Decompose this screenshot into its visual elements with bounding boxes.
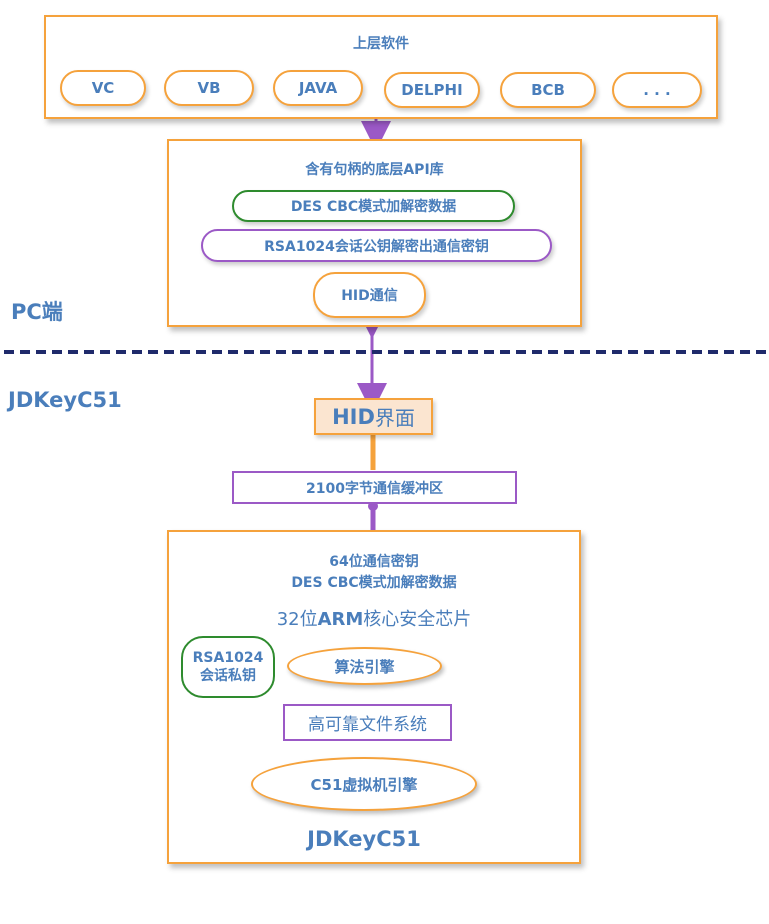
chip-key-line: 64位通信密钥 [329,554,419,570]
algo-engine-ellipse: 算法引擎 [287,647,442,685]
rsa-private-key-box: RSA1024 会话私钥 [181,636,275,698]
arm-suffix: 核心安全芯片 [363,609,472,630]
arm-bold: ARM [317,609,364,630]
hid-interface-suffix: 界面 [374,406,415,430]
upper-software-title: 上层软件 [353,36,409,52]
rsa-private-key-line2: 会话私钥 [200,668,256,684]
file-system-box: 高可靠文件系统 [283,704,452,741]
comm-buffer-box: 2100字节通信缓冲区 [232,471,517,504]
lang-java: JAVA [273,70,363,106]
pc-side-label: PC端 [11,300,63,324]
lang-more: . . . [612,72,702,108]
arm-prefix: 32位 [276,609,318,630]
lang-vb: VB [164,70,254,106]
device-side-label: JDKeyC51 [8,388,122,412]
api-library-title: 含有句柄的底层API库 [305,162,444,178]
arm-chip-line: 32位ARM核心安全芯片 [167,605,581,631]
hid-interface-prefix: HID [332,404,375,429]
c51-vm-ellipse: C51虚拟机引擎 [251,757,477,811]
chip-name-label: JDKeyC51 [307,827,421,851]
lang-delphi: DELPHI [384,72,480,108]
lang-vc: VC [60,70,146,106]
lang-bcb: BCB [500,72,596,108]
hid-comm-pill: HID通信 [313,272,426,318]
rsa-private-key-line1: RSA1024 [192,650,264,666]
rsa-session-pill: RSA1024会话公钥解密出通信密钥 [201,229,552,262]
des-cbc-pill: DES CBC模式加解密数据 [232,190,515,222]
chip-des-line: DES CBC模式加解密数据 [291,575,457,591]
upper-software-box: 上层软件 [44,15,718,119]
